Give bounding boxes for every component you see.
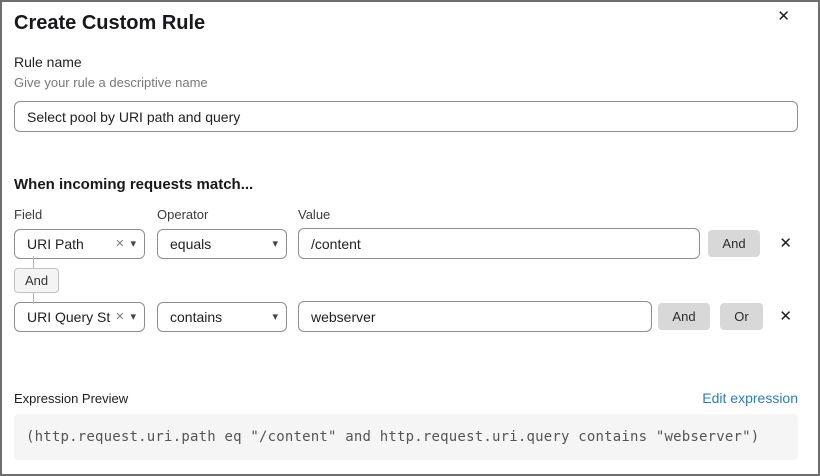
field-select-1[interactable]: URI Path ✕ ▾ xyxy=(14,228,145,259)
close-icon[interactable]: ✕ xyxy=(777,7,790,25)
clear-icon[interactable]: ✕ xyxy=(115,237,125,250)
edit-expression-link[interactable]: Edit expression xyxy=(702,390,798,406)
chevron-down-icon: ▾ xyxy=(272,310,278,323)
dialog-title: Create Custom Rule xyxy=(14,12,206,34)
value-column-label: Value xyxy=(298,207,331,222)
chevron-down-icon: ▾ xyxy=(130,237,136,250)
connector-section: And xyxy=(14,256,798,304)
add-and-condition-button-2[interactable]: And xyxy=(658,303,710,330)
add-and-condition-button-1[interactable]: And xyxy=(708,230,760,257)
condition-row-2: URI Query St... ✕ ▾ contains ▾ And Or ✕ xyxy=(14,301,798,332)
expression-code: (http.request.uri.path eq "/content" and… xyxy=(26,429,760,445)
operator-select-2-value: contains xyxy=(170,308,223,325)
column-labels: Field Operator Value xyxy=(14,207,798,223)
and-connector-badge[interactable]: And xyxy=(14,268,60,293)
remove-row-icon[interactable]: ✕ xyxy=(779,234,792,252)
rule-name-label: Rule name xyxy=(14,54,82,70)
field-select-1-value: URI Path xyxy=(27,235,84,252)
operator-column-label: Operator xyxy=(157,207,209,222)
remove-row-icon[interactable]: ✕ xyxy=(779,307,792,325)
rule-name-input[interactable] xyxy=(14,101,798,132)
condition-row-1: URI Path ✕ ▾ equals ▾ And ✕ xyxy=(14,228,798,259)
operator-select-1[interactable]: equals ▾ xyxy=(157,228,287,259)
clear-icon[interactable]: ✕ xyxy=(115,310,125,323)
match-heading: When incoming requests match... xyxy=(14,176,254,193)
field-select-2-value: URI Query St... xyxy=(27,308,111,325)
operator-select-1-value: equals xyxy=(170,235,212,252)
value-input-1[interactable] xyxy=(298,228,700,259)
rule-name-help-text: Give your rule a descriptive name xyxy=(14,75,208,90)
expression-code-block: (http.request.uri.path eq "/content" and… xyxy=(14,414,798,460)
operator-select-2[interactable]: contains ▾ xyxy=(157,301,287,332)
chevron-down-icon: ▾ xyxy=(130,310,136,323)
expression-preview-label: Expression Preview xyxy=(14,391,129,406)
add-or-condition-button-2[interactable]: Or xyxy=(720,303,763,330)
field-column-label: Field xyxy=(14,207,43,222)
value-input-2[interactable] xyxy=(298,301,652,332)
chevron-down-icon: ▾ xyxy=(272,237,278,250)
field-select-2[interactable]: URI Query St... ✕ ▾ xyxy=(14,301,145,332)
expression-header: Expression Preview Edit expression xyxy=(14,390,798,407)
